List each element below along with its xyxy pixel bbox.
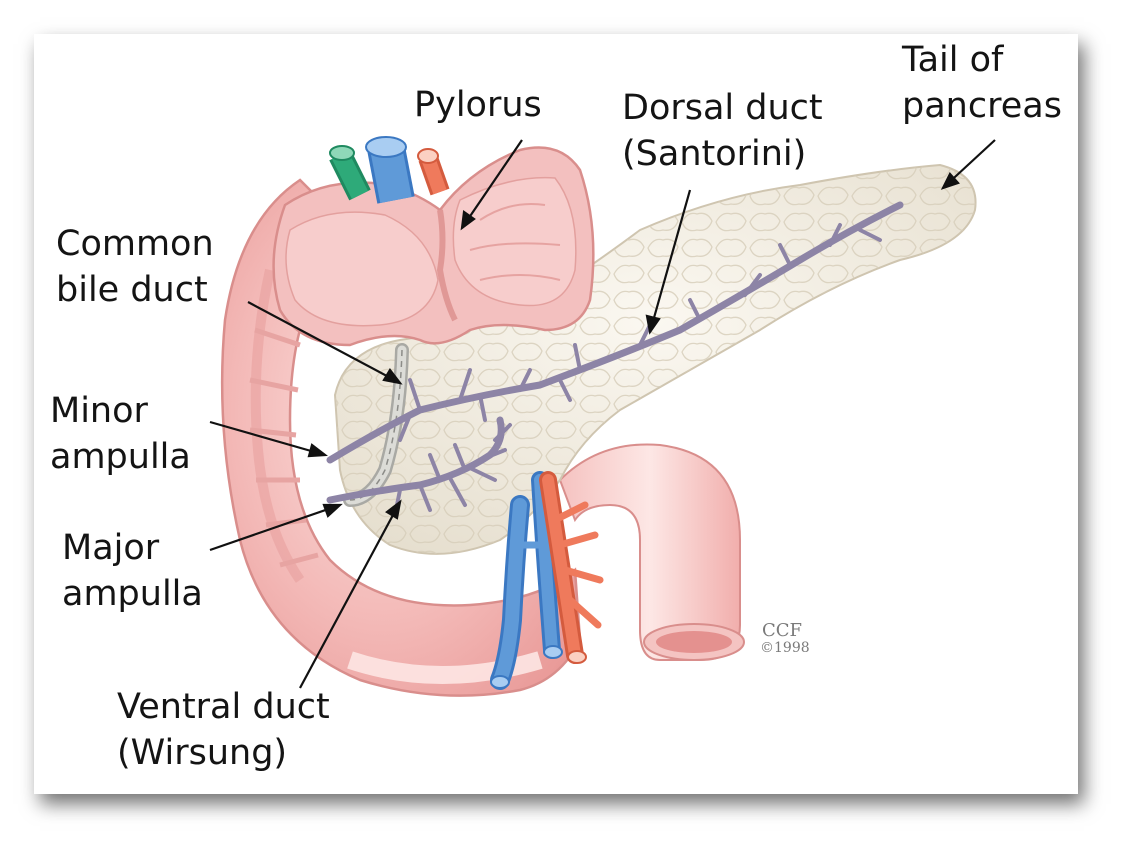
label-bile-duct: bile duct bbox=[56, 270, 208, 310]
label-ventral-duct-wirsung: (Wirsung) bbox=[117, 733, 288, 773]
label-tail-of: Tail of bbox=[902, 40, 1004, 80]
jejunum-loop bbox=[558, 443, 745, 661]
label-pointers bbox=[209, 139, 996, 689]
label-dorsal-duct: Dorsal duct bbox=[622, 88, 823, 128]
label-minor-ampulla: ampulla bbox=[50, 437, 191, 477]
label-common: Common bbox=[56, 224, 214, 264]
label-minor: Minor bbox=[50, 391, 148, 431]
credit-ccf: CCF bbox=[762, 620, 803, 641]
label-major-ampulla: ampulla bbox=[62, 574, 203, 614]
label-pylorus: Pylorus bbox=[414, 85, 542, 125]
credit-year: ©1998 bbox=[760, 640, 810, 656]
label-pancreas: pancreas bbox=[902, 86, 1062, 126]
label-ventral-duct: Ventral duct bbox=[117, 687, 330, 727]
dorsal-duct-santorini bbox=[326, 201, 904, 464]
vessels-top bbox=[329, 136, 450, 204]
duodenum bbox=[220, 178, 582, 697]
label-dorsal-duct-santorini: (Santorini) bbox=[622, 134, 807, 174]
vessels-bottom bbox=[490, 471, 604, 690]
label-major: Major bbox=[62, 528, 160, 568]
ventral-duct-wirsung bbox=[326, 416, 512, 517]
